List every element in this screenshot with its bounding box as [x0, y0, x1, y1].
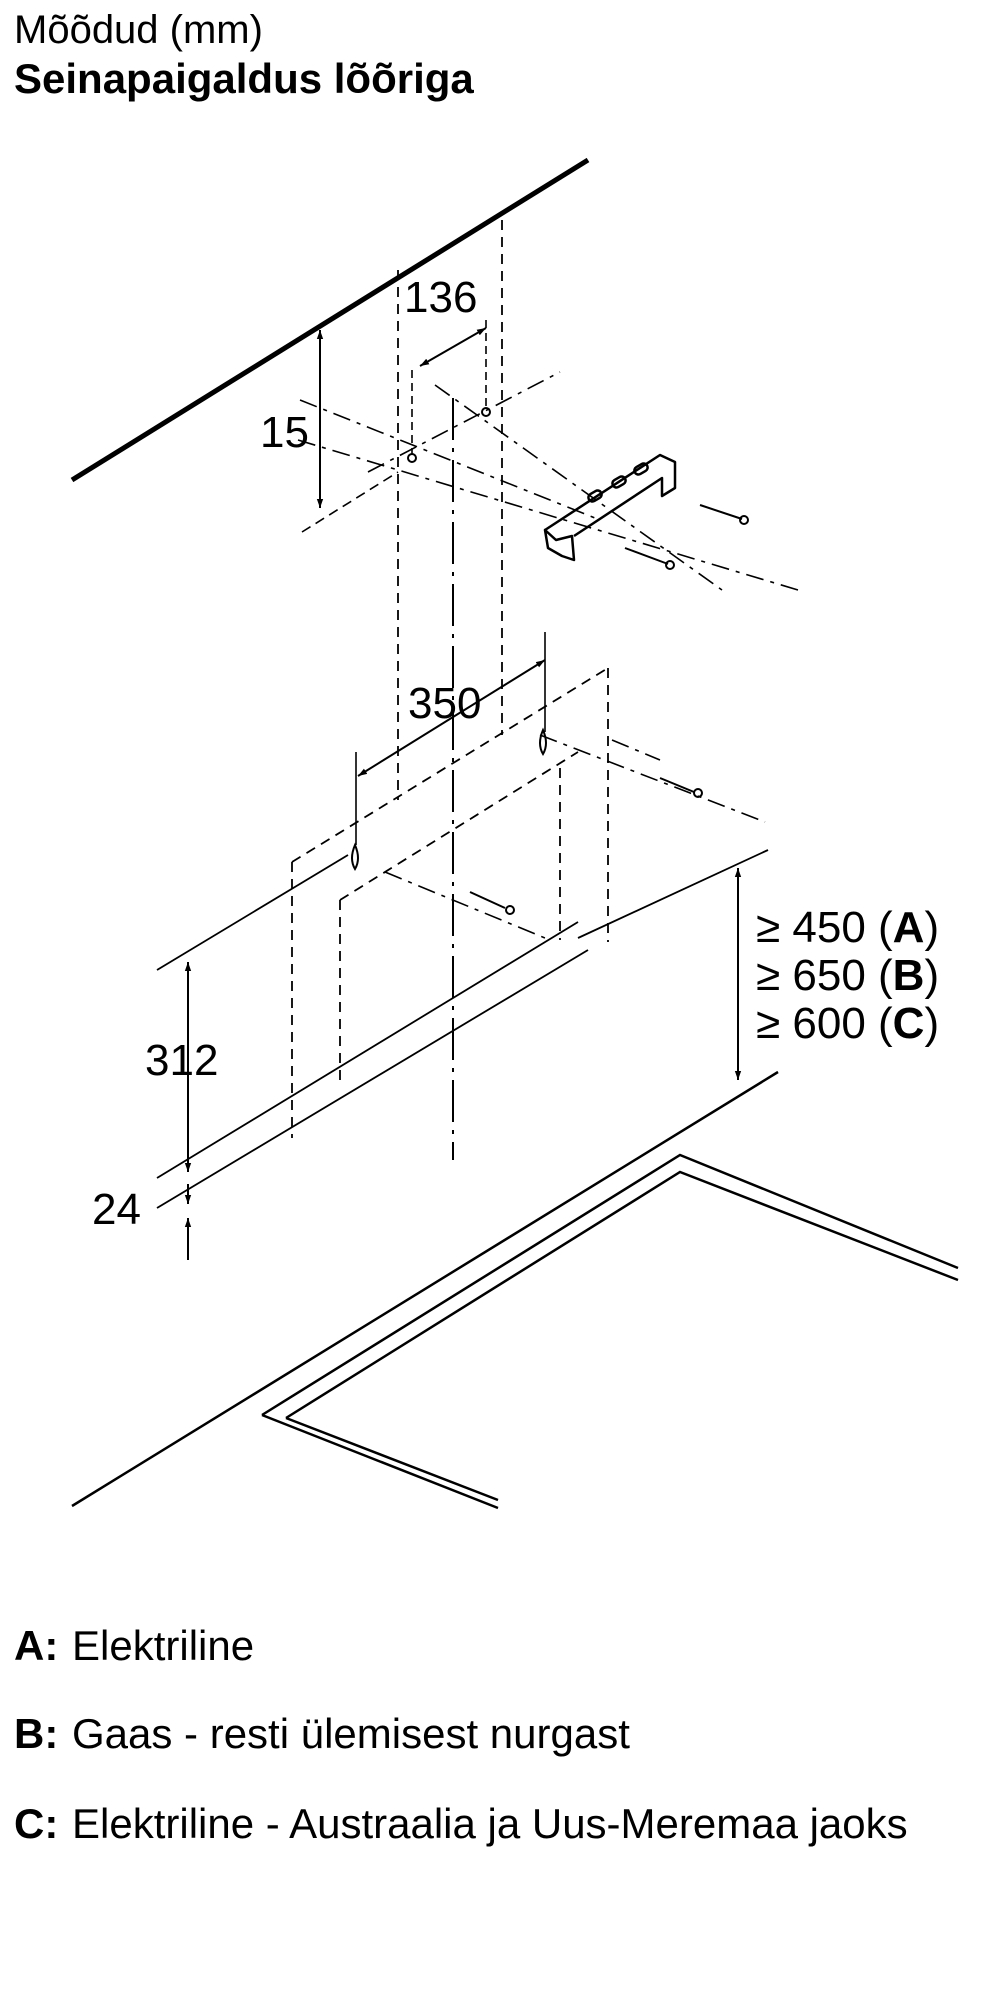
legend-text-a: Elektriline	[72, 1622, 255, 1669]
legend-key-a: A:	[14, 1622, 59, 1669]
dimension-350: 350	[355, 632, 546, 845]
mounting-lines	[297, 371, 799, 939]
label-136: 136	[404, 273, 477, 322]
dimension-24: 24	[92, 1184, 192, 1260]
chimney-outline	[291, 220, 609, 1138]
ceiling-line	[70, 157, 590, 483]
worktop-edge	[71, 1070, 779, 1508]
legend-text-b: Gaas - resti ülemisest nurgast	[72, 1710, 630, 1757]
installation-drawing: 15 136 350 312 24 ≥ 450 (A) ≥ 650 (B) ≥ …	[70, 157, 959, 1510]
label-350: 350	[408, 679, 481, 728]
cooktop-outline	[261, 1153, 959, 1510]
legend-key-b: B:	[14, 1710, 59, 1757]
dimension-136: 136	[404, 273, 487, 455]
label-15: 15	[260, 408, 309, 457]
legend-key-c: C:	[14, 1800, 59, 1847]
dimension-312: 312	[145, 962, 218, 1172]
clearance-c: ≥ 600 (C)	[756, 999, 939, 1048]
dimension-15: 15	[260, 330, 399, 533]
diagram-subtitle: Seinapaigaldus lõõriga	[14, 55, 474, 102]
label-312: 312	[145, 1036, 218, 1085]
legend-text-c: Elektriline - Austraalia ja Uus-Meremaa …	[72, 1800, 908, 1847]
label-24: 24	[92, 1185, 141, 1234]
clearance-a: ≥ 450 (A)	[756, 903, 939, 952]
clearance-b: ≥ 650 (B)	[756, 951, 939, 1000]
diagram-title: Mõõdud (mm)	[14, 8, 263, 52]
screws	[351, 407, 749, 915]
dimension-clearance: ≥ 450 (A) ≥ 650 (B) ≥ 600 (C)	[734, 868, 939, 1080]
wall-bracket	[543, 453, 677, 562]
hood-outline	[156, 849, 769, 1209]
